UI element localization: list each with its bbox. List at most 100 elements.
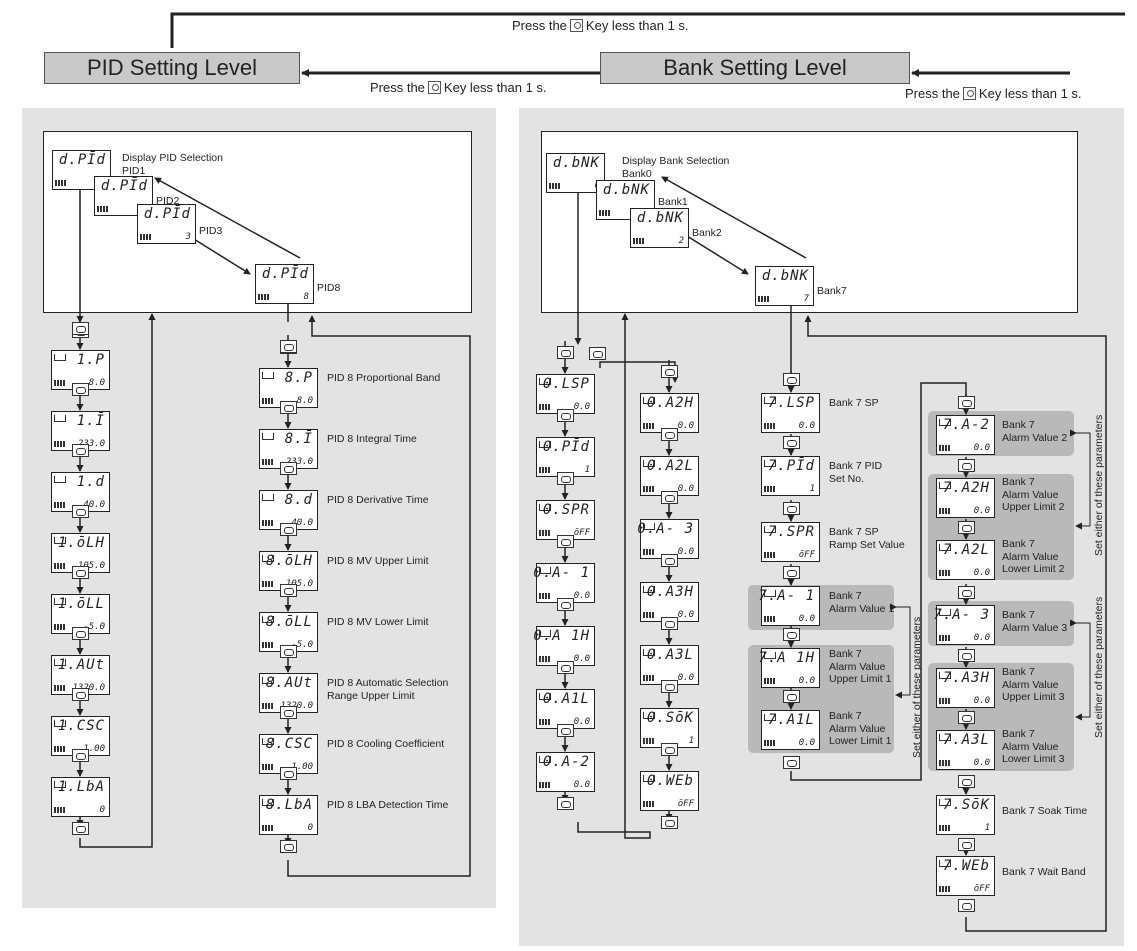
status-leds-icon — [643, 738, 655, 744]
mode-key-icon — [783, 566, 800, 579]
param-value: 233.0 — [285, 457, 313, 467]
mode-key-icon — [72, 688, 89, 701]
mode-key-icon — [280, 840, 297, 853]
mode-key-icon — [280, 401, 297, 414]
status-leds-icon — [539, 782, 551, 788]
pid-setting-level-box: PID Setting Level — [44, 52, 300, 84]
indicator-icon — [262, 372, 274, 379]
param-code: 1.AUt — [57, 657, 105, 673]
status-leds-icon — [539, 467, 551, 473]
mode-key-icon — [958, 649, 975, 662]
note-text: Press the — [512, 18, 567, 33]
pid3-label: PID3 — [199, 225, 223, 237]
note-text: Key less than 1 s. — [443, 80, 547, 95]
param-value: 3 — [185, 232, 191, 242]
param-code: 7.A2H — [942, 480, 990, 496]
status-leds-icon — [539, 719, 551, 725]
note-text: Key less than 1 s. — [978, 86, 1082, 101]
param-value: 105.0 — [77, 561, 105, 571]
status-leds-icon — [140, 234, 152, 240]
bank1-label: Bank1 — [658, 196, 688, 208]
param-value: 0.0 — [677, 421, 694, 431]
indicator-icon — [764, 526, 776, 533]
indicator-icon — [539, 504, 551, 511]
note-text: Press the — [370, 80, 425, 95]
mode-key-icon — [962, 87, 976, 100]
mode-key-icon — [661, 491, 678, 504]
param-code: 7.LSP — [767, 395, 815, 411]
indicator-icon — [939, 609, 951, 616]
param-code: 8.CSC — [265, 736, 313, 752]
mode-key-icon — [569, 19, 583, 32]
mode-key-icon — [958, 521, 975, 534]
status-leds-icon — [54, 807, 66, 813]
status-leds-icon — [764, 678, 776, 684]
pid8-param-display-label: PID 8 Integral Time — [327, 433, 417, 445]
param-value: 0.0 — [973, 568, 990, 578]
status-leds-icon — [764, 423, 776, 429]
status-leds-icon — [262, 764, 274, 770]
mode-key-icon — [280, 340, 297, 353]
param-value: 0.0 — [573, 654, 590, 664]
indicator-icon — [54, 537, 66, 544]
mode-key-icon — [280, 584, 297, 597]
param-value: 40.0 — [291, 518, 313, 528]
param-code: d.bNK — [636, 210, 684, 226]
mode-key-icon — [589, 347, 606, 360]
param-value: 0.0 — [798, 421, 815, 431]
param-code: 8.Ī — [284, 431, 313, 447]
param-value: ōFF — [798, 550, 815, 560]
bank2-label: Bank2 — [692, 227, 722, 239]
param-value: 2 — [678, 236, 684, 246]
param-value: 0.0 — [677, 673, 694, 683]
mode-key-icon — [72, 322, 89, 335]
mode-key-icon — [557, 535, 574, 548]
mode-key-icon — [783, 436, 800, 449]
param-code: 7.WEb — [942, 858, 990, 874]
indicator-icon — [643, 397, 655, 404]
status-leds-icon — [758, 296, 770, 302]
param-value: 0.0 — [573, 402, 590, 412]
param-code: 7.A3L — [942, 732, 990, 748]
param-value: 0.0 — [973, 633, 990, 643]
status-leds-icon — [539, 656, 551, 662]
mode-key-icon — [72, 749, 89, 762]
param-code: d.bNK — [602, 182, 650, 198]
indicator-icon — [539, 567, 551, 574]
pid8-label: PID8 — [317, 282, 341, 294]
param-code: d.PĪd — [100, 178, 148, 194]
note-text: Press the — [905, 86, 960, 101]
bank7-param-label: Bank 7 SP — [829, 397, 879, 409]
mode-key-icon — [72, 627, 89, 640]
mode-key-icon — [661, 680, 678, 693]
param-code: 1.ōLL — [57, 596, 105, 612]
mode-key-icon — [958, 586, 975, 599]
bank-setting-level-box: Bank Setting Level — [600, 52, 910, 84]
indicator-icon — [643, 460, 655, 467]
param-code: 0.SPR — [542, 502, 590, 518]
status-leds-icon — [939, 445, 951, 451]
bank0-label: Bank0 — [622, 168, 652, 180]
bank7-param-label: Bank 7 Wait Band — [1002, 866, 1086, 878]
indicator-icon — [939, 482, 951, 489]
status-leds-icon — [939, 698, 951, 704]
param-value: 1.00 — [291, 762, 313, 772]
status-leds-icon — [539, 530, 551, 536]
